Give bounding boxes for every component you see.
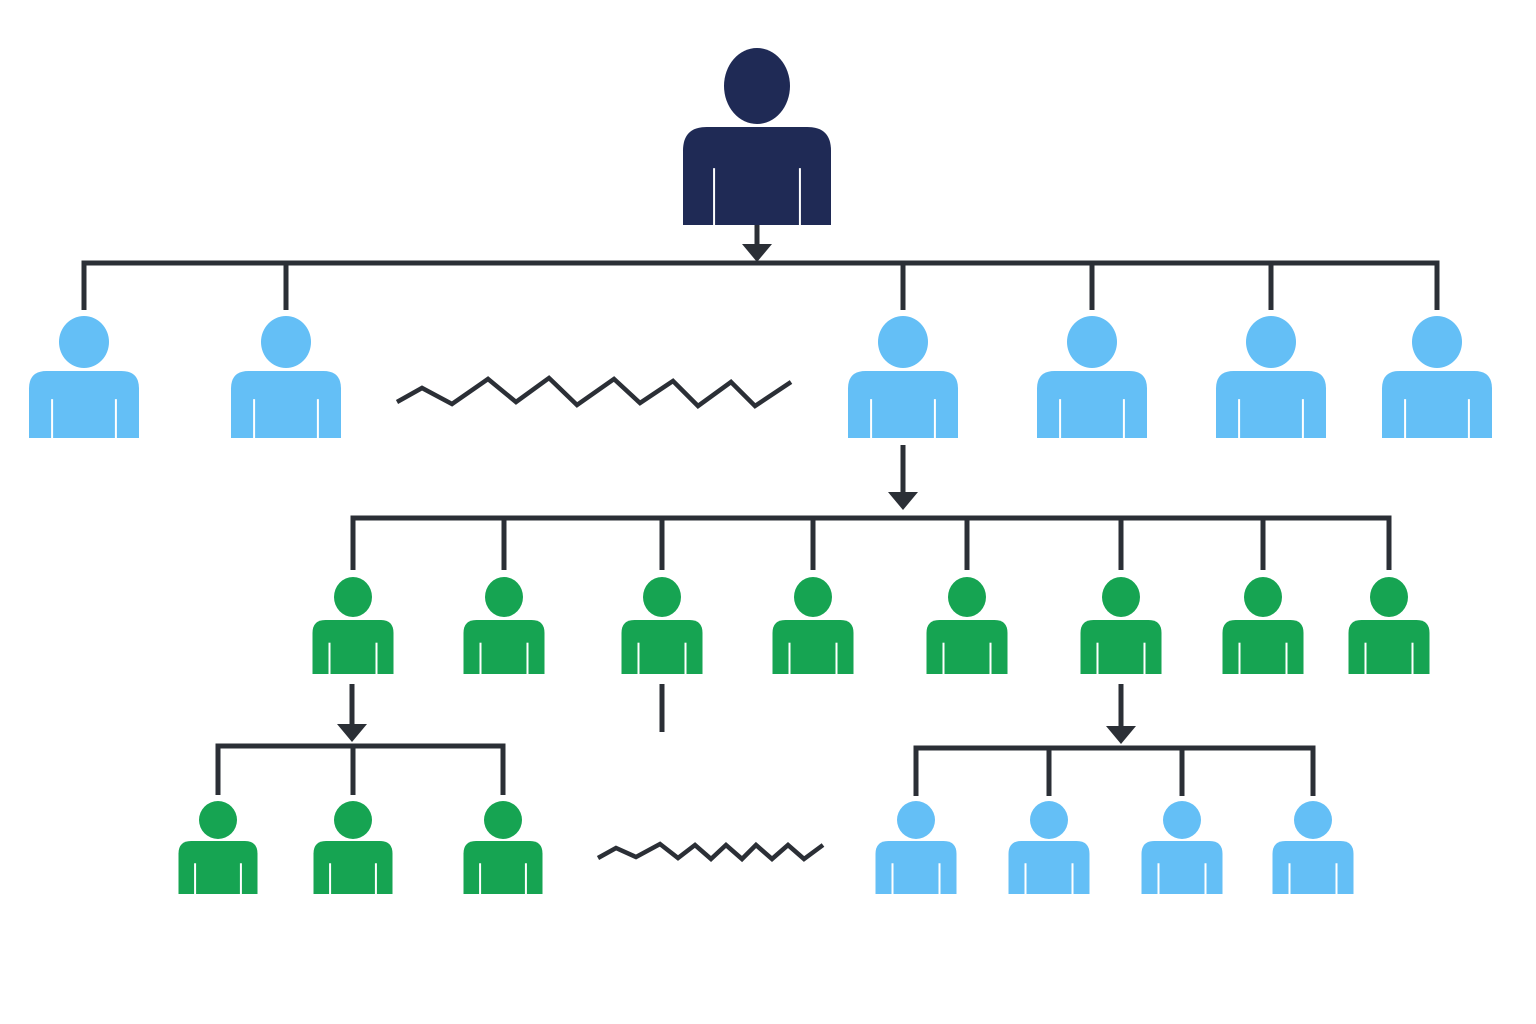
person-body	[1037, 371, 1147, 438]
person-body	[1216, 371, 1326, 438]
person-head	[334, 577, 372, 617]
person-head	[261, 316, 311, 368]
level1-arrow	[888, 445, 918, 510]
person-body	[848, 371, 958, 438]
person-head	[1246, 316, 1296, 368]
omitted-members-zigzag	[596, 841, 825, 863]
level2-person-icon	[463, 577, 545, 674]
level2-person-icon	[1222, 577, 1304, 674]
person-head	[199, 801, 237, 839]
person-body	[1348, 620, 1430, 674]
person-body	[1222, 620, 1304, 674]
person-body	[231, 371, 341, 438]
person-body	[621, 620, 703, 674]
level1-person-icon	[848, 316, 958, 438]
person-body	[463, 620, 545, 674]
person-head	[1067, 316, 1117, 368]
person-body	[1008, 841, 1090, 894]
level3-person-icon	[178, 801, 258, 894]
level1-person-icon	[1037, 316, 1147, 438]
person-head	[878, 316, 928, 368]
person-head	[1163, 801, 1201, 839]
level1-person-icon	[29, 316, 139, 438]
person-head	[1294, 801, 1332, 839]
person-head	[1102, 577, 1140, 617]
level3-right-connector	[913, 745, 1316, 796]
level2-left-arrow	[337, 684, 367, 742]
person-head	[1370, 577, 1408, 617]
level3-person-icon	[463, 801, 543, 894]
person-body	[312, 620, 394, 674]
level2-person-icon	[926, 577, 1008, 674]
person-body	[1272, 841, 1354, 894]
person-body	[463, 841, 543, 894]
person-head	[794, 577, 832, 617]
person-body	[683, 127, 831, 225]
level1-connector	[81, 260, 1440, 310]
person-body	[772, 620, 854, 674]
level3-person-icon	[313, 801, 393, 894]
root-person-icon	[683, 48, 831, 225]
person-body	[313, 841, 393, 894]
level2-connector	[350, 515, 1392, 570]
level2-person-icon	[621, 577, 703, 674]
person-body	[178, 841, 258, 894]
person-body	[926, 620, 1008, 674]
person-body	[875, 841, 957, 894]
person-head	[1412, 316, 1462, 368]
level3-person-icon	[875, 801, 957, 894]
person-body	[1141, 841, 1223, 894]
level1-person-icon	[1216, 316, 1326, 438]
person-head	[1244, 577, 1282, 617]
person-body	[1080, 620, 1162, 674]
level3-person-icon	[1008, 801, 1090, 894]
level2-person-icon	[772, 577, 854, 674]
person-head	[1030, 801, 1068, 839]
person-head	[897, 801, 935, 839]
person-head	[724, 48, 790, 124]
level2-right-arrow	[1106, 684, 1136, 744]
person-body	[1382, 371, 1492, 438]
omitted-members-zigzag	[395, 375, 793, 409]
level2-person-icon	[1080, 577, 1162, 674]
person-head	[643, 577, 681, 617]
level2-person-icon	[312, 577, 394, 674]
level3-person-icon	[1272, 801, 1354, 894]
person-head	[59, 316, 109, 368]
person-head	[948, 577, 986, 617]
person-head	[484, 801, 522, 839]
person-head	[485, 577, 523, 617]
level2-person-icon	[1348, 577, 1430, 674]
person-body	[29, 371, 139, 438]
level1-person-icon	[1382, 316, 1492, 438]
level3-left-connector	[215, 743, 506, 795]
person-head	[334, 801, 372, 839]
level1-person-icon	[231, 316, 341, 438]
root-arrow	[742, 225, 772, 262]
level3-person-icon	[1141, 801, 1223, 894]
